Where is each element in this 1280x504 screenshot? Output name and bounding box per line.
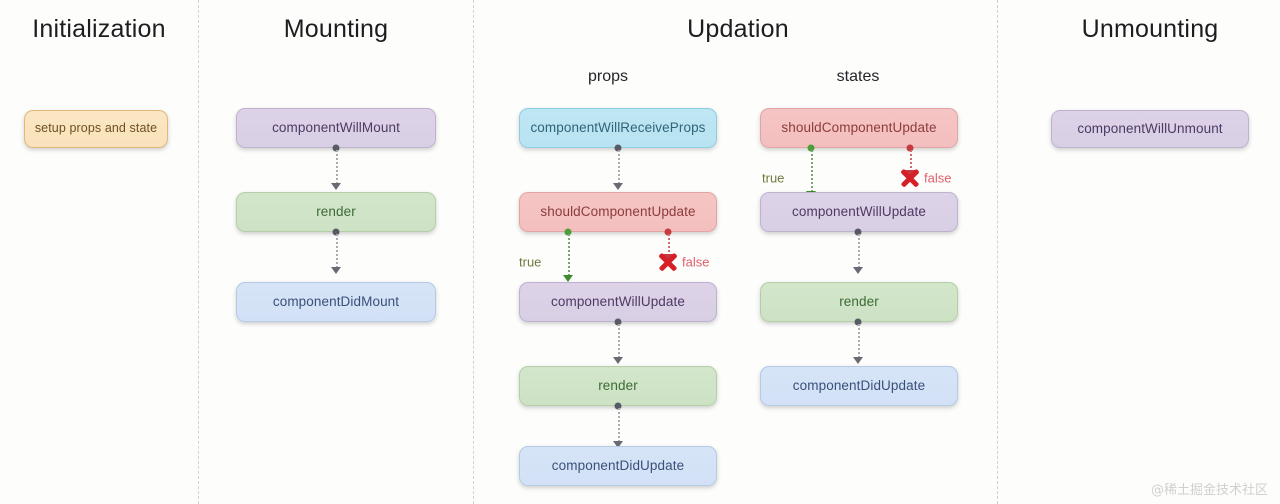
connector-arrow (613, 357, 623, 364)
divider-mounting-updation (473, 0, 474, 504)
branch-label-false-props: false (682, 254, 710, 270)
node-component-will-unmount[interactable]: componentWillUnmount (1051, 110, 1249, 148)
subsection-title-states: states (836, 68, 880, 85)
connector-arrow (331, 183, 341, 190)
connector-arrow (613, 441, 623, 448)
branch-line-false (910, 150, 912, 172)
connector-dot (614, 318, 622, 326)
branch-arrow-true (563, 275, 573, 282)
section-title-initialization: Initialization (32, 15, 166, 43)
branch-line-true (568, 234, 570, 276)
divider-initialization-mounting (198, 0, 199, 504)
node-render-states[interactable]: render (760, 282, 958, 322)
section-title-mounting: Mounting (283, 15, 389, 43)
branch-label-true-states: true (762, 170, 785, 186)
node-component-will-receive-props[interactable]: componentWillReceiveProps (519, 108, 717, 148)
watermark: @稀土掘金技术社区 (1150, 483, 1268, 498)
node-render-props[interactable]: render (519, 366, 717, 406)
connector-dot (332, 228, 340, 236)
branch-label-true-props: true (519, 254, 542, 270)
node-component-did-update-props[interactable]: componentDidUpdate (519, 446, 717, 486)
section-title-updation: Updation (687, 15, 789, 43)
connector-line (336, 234, 338, 268)
connector-line (618, 324, 620, 358)
connector-line (858, 324, 860, 358)
branch-line-false (668, 234, 670, 256)
connector-line (858, 234, 860, 268)
node-component-will-update-props[interactable]: componentWillUpdate (519, 282, 717, 322)
connector-arrow (853, 357, 863, 364)
branch-dot-true (564, 228, 572, 236)
node-component-will-update-states[interactable]: componentWillUpdate (760, 192, 958, 232)
node-should-component-update-props[interactable]: shouldComponentUpdate (519, 192, 717, 232)
subsection-title-props: props (587, 68, 629, 85)
connector-arrow (331, 267, 341, 274)
branch-dot-false (906, 144, 914, 152)
connector-dot (614, 402, 622, 410)
connector-line (336, 150, 338, 184)
connector-dot (854, 318, 862, 326)
section-title-unmounting: Unmounting (1081, 15, 1219, 43)
connector-dot (614, 144, 622, 152)
node-component-did-mount[interactable]: componentDidMount (236, 282, 436, 322)
x-mark-icon (899, 167, 921, 189)
connector-line (618, 408, 620, 442)
branch-line-true (811, 150, 813, 192)
node-component-did-update-states[interactable]: componentDidUpdate (760, 366, 958, 406)
node-render-mounting[interactable]: render (236, 192, 436, 232)
connector-arrow (853, 267, 863, 274)
connector-line (618, 150, 620, 184)
connector-arrow (613, 183, 623, 190)
connector-dot (332, 144, 340, 152)
branch-label-false-states: false (924, 170, 952, 186)
node-setup-props-and-state[interactable]: setup props and state (24, 110, 168, 148)
branch-dot-true (807, 144, 815, 152)
connector-dot (854, 228, 862, 236)
branch-dot-false (664, 228, 672, 236)
x-mark-icon (657, 251, 679, 273)
node-component-will-mount[interactable]: componentWillMount (236, 108, 436, 148)
divider-updation-unmounting (997, 0, 998, 504)
node-should-component-update-states[interactable]: shouldComponentUpdate (760, 108, 958, 148)
